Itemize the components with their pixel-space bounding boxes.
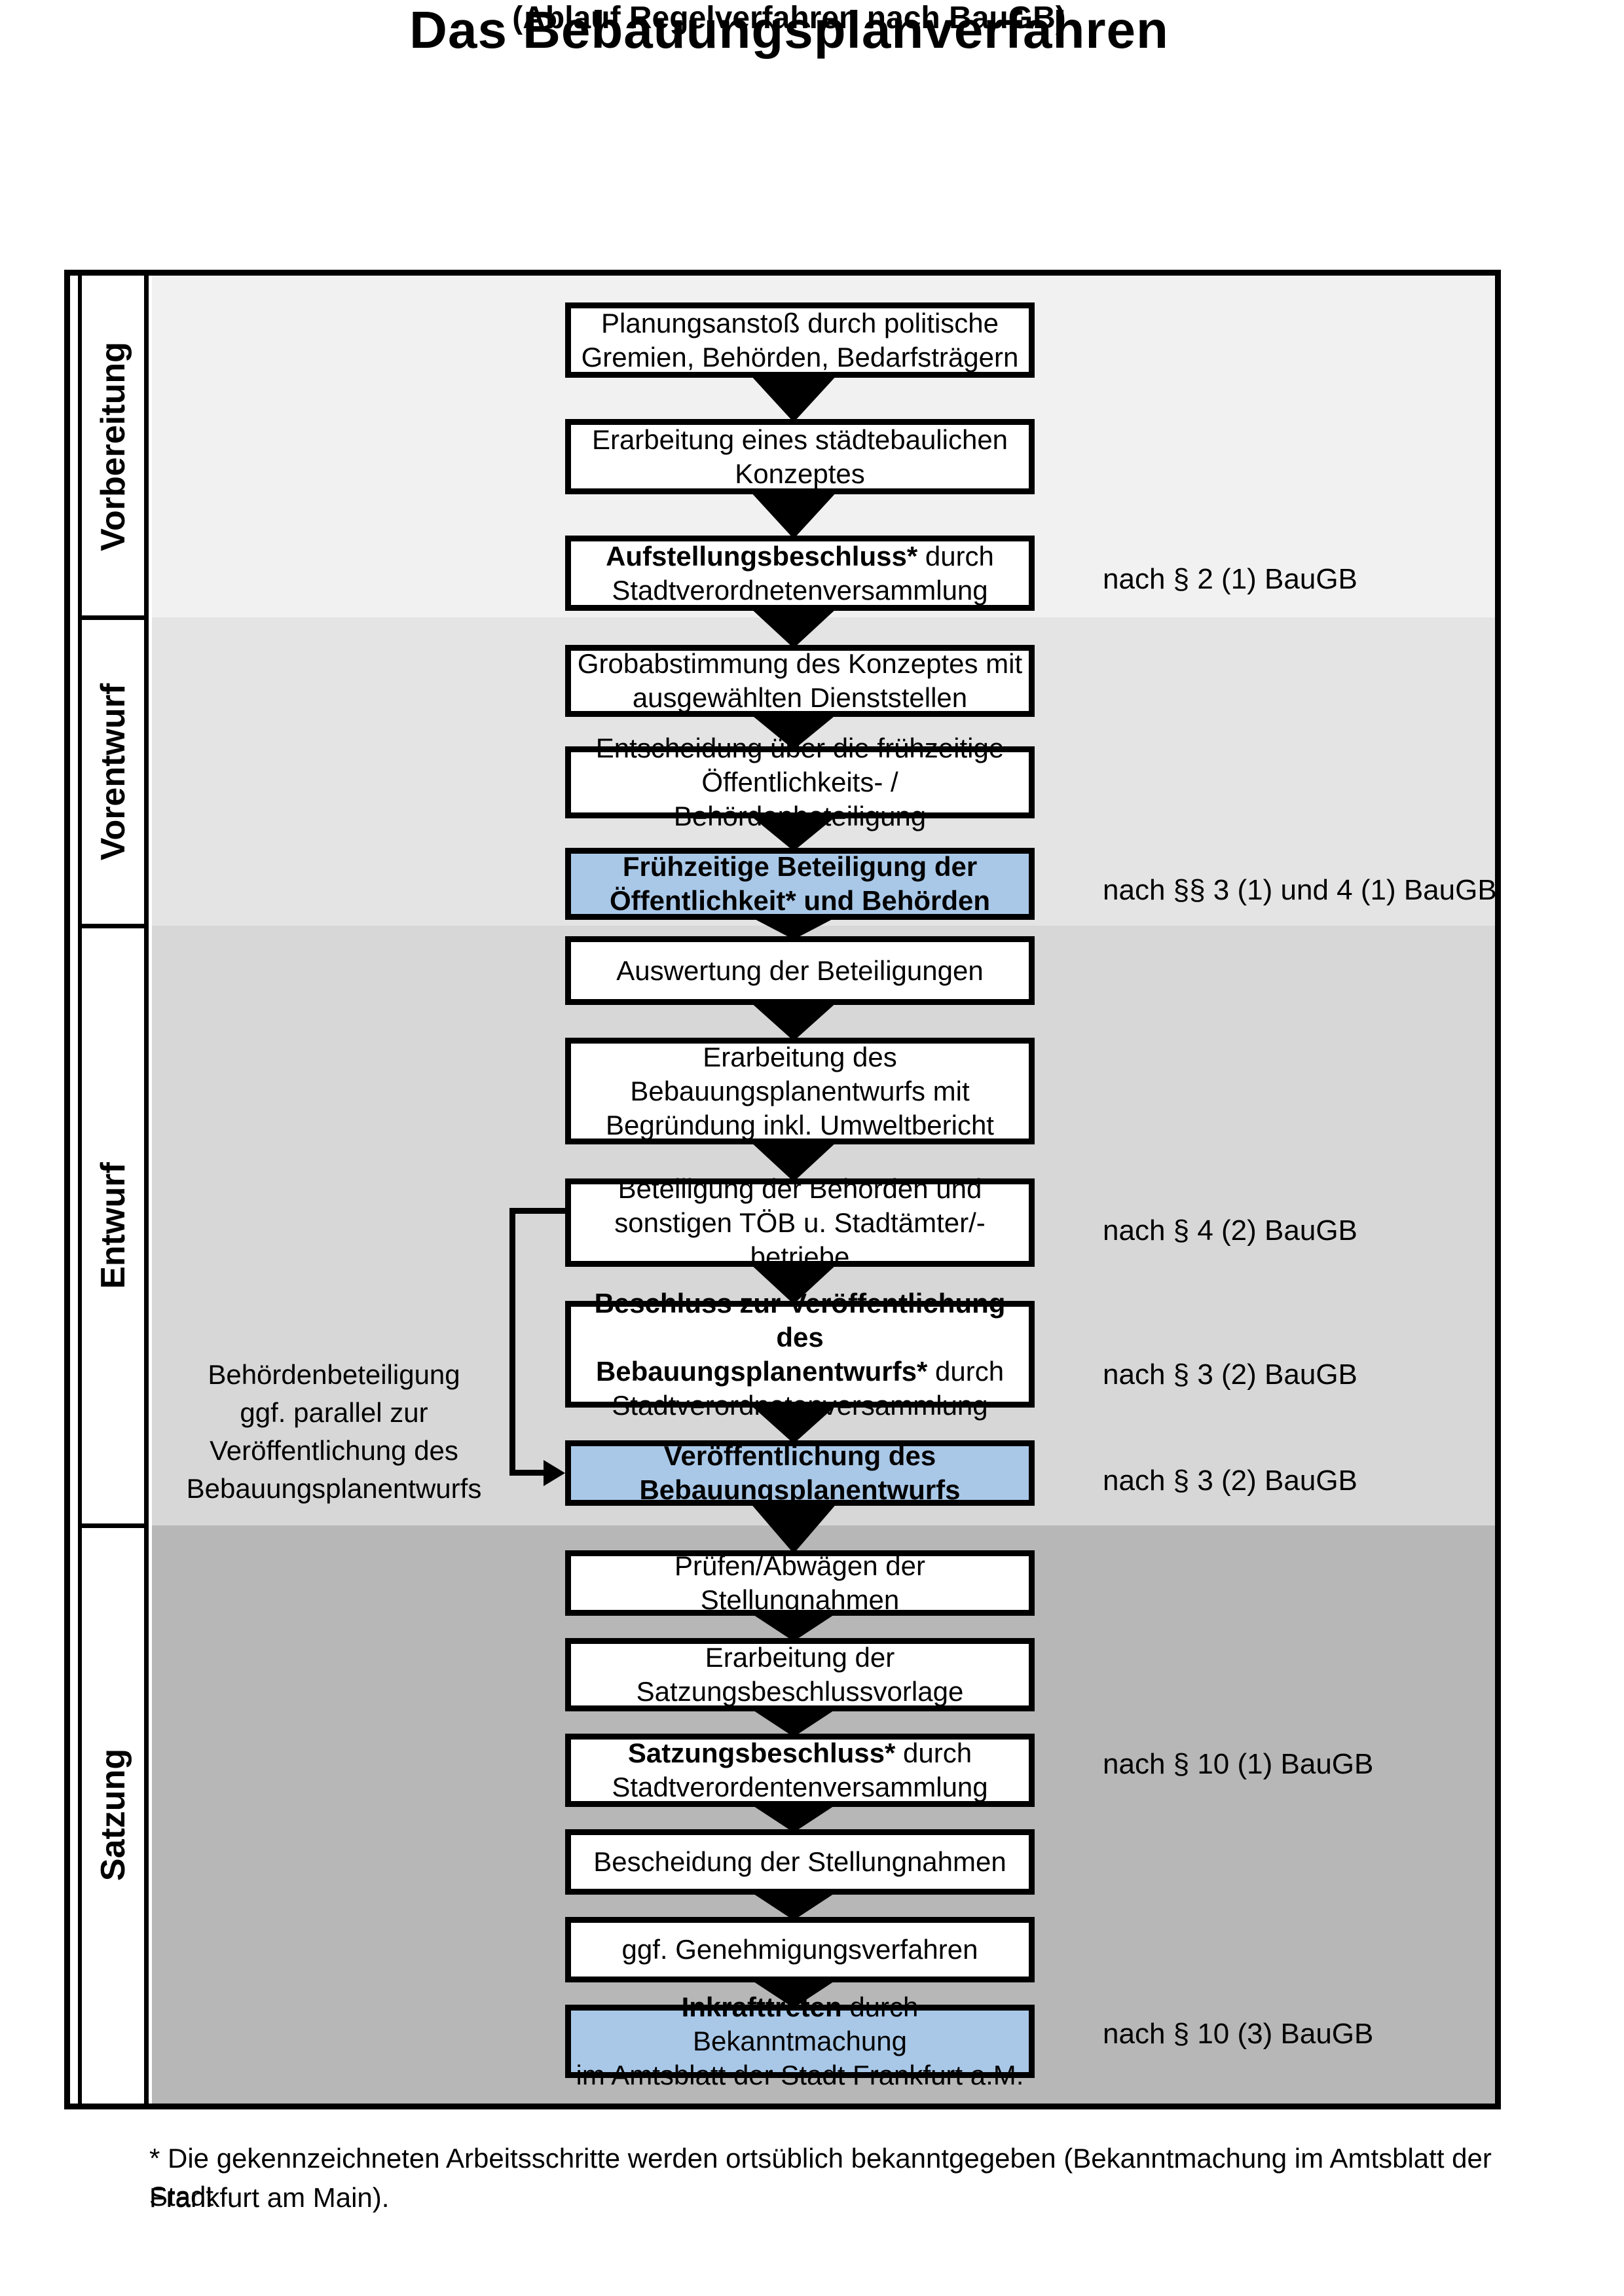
process-step-box: ggf. Genehmigungsverfahren bbox=[565, 1917, 1035, 1982]
process-step-text-line: Erarbeitung eines städtebaulichen bbox=[591, 424, 1008, 455]
side-note-line: ggf. parallel zur bbox=[240, 1397, 428, 1428]
process-step-text-line: Beschluss zur Veröffentlichung des bbox=[594, 1287, 1006, 1353]
arrow-down-icon bbox=[750, 1891, 838, 1920]
process-step-box-highlighted: Inkrafttreten durch Bekanntmachung im Amt… bbox=[565, 1992, 1035, 2090]
process-step-text-line: Inkrafttreten durch Bekanntmachung bbox=[681, 1992, 919, 2056]
bracket-line-vertical bbox=[509, 1208, 515, 1476]
process-step-text-line: Bescheidung der Stellungnahmen bbox=[593, 1846, 1006, 1877]
phase-separator-line bbox=[78, 615, 149, 620]
process-step-box: Auswertung der Beteiligungen bbox=[565, 936, 1035, 1005]
bracket-arrow-right-icon bbox=[544, 1460, 565, 1486]
legal-reference: nach § 10 (1) BauGB bbox=[1103, 1748, 1374, 1780]
process-step-text-line: Öffentlichkeit* und Behörden bbox=[609, 885, 991, 916]
process-step-text-line: Frühzeitige Beteiligung der bbox=[622, 851, 978, 882]
arrow-down-icon bbox=[750, 1503, 838, 1554]
bracket-line-bottom bbox=[509, 1470, 546, 1476]
arrow-down-icon bbox=[750, 1264, 838, 1304]
process-step-text-line: Bebauungsplanentwurfs* durch bbox=[595, 1355, 1005, 1387]
footnote-line: Frankfurt am Main). bbox=[149, 2182, 390, 2213]
process-step-text-line: Entscheidung über die frühzeitige bbox=[595, 733, 1005, 763]
process-step-text-line: Planungsanstoß durch politische bbox=[600, 307, 999, 338]
process-step-text-line: Beteiligung der Behörden und bbox=[618, 1173, 982, 1204]
bracket-line-top bbox=[509, 1208, 565, 1214]
process-step-text-line: Grobabstimmung des Konzeptes mit bbox=[577, 648, 1023, 679]
process-step-text-line: Stadtverordentenversammlung bbox=[612, 1772, 988, 1802]
arrow-down-icon bbox=[750, 1613, 838, 1641]
process-step-text-line: Prüfen/Abwägen der Stellungnahmen bbox=[674, 1550, 925, 1615]
phase-label-column bbox=[78, 276, 149, 2104]
arrow-down-icon bbox=[750, 374, 838, 422]
phase-separator-line bbox=[78, 924, 149, 928]
arrow-down-icon bbox=[750, 917, 838, 939]
process-step-text-line: ggf. Genehmigungsverfahren bbox=[621, 1934, 978, 1965]
process-step-text-line: im Amtsblatt der Stadt Frankfurt a.M. bbox=[576, 2060, 1024, 2090]
process-step-text-line: Stadtverordnetenversammlung bbox=[612, 574, 988, 606]
process-step-text-line: Auswertung der Beteiligungen bbox=[616, 955, 984, 986]
footnote-line: * Die gekennzeichneten Arbeitsschritte w… bbox=[149, 2143, 1492, 2212]
arrow-down-icon bbox=[750, 1404, 838, 1444]
process-step-box: Prüfen/Abwägen der Stellungnahmen bbox=[565, 1550, 1035, 1616]
phase-label-vorentwurf: Vorentwurf bbox=[94, 683, 132, 860]
side-note-line: Behördenbeteiligung bbox=[208, 1359, 460, 1390]
process-step-text-line: sonstigen TÖB u. Stadtämter/-betriebe bbox=[614, 1207, 986, 1272]
phase-label-satzung: Satzung bbox=[94, 1748, 132, 1881]
process-step-text-line: Erarbeitung des bbox=[703, 1041, 897, 1072]
legal-reference: nach § 3 (2) BauGB bbox=[1103, 1358, 1357, 1391]
side-note-line: Bebauungsplanentwurfs bbox=[186, 1473, 482, 1504]
phase-label-vorbereitung: Vorbereitung bbox=[94, 342, 132, 551]
process-step-text-line: Begründung inkl. Umweltbericht bbox=[606, 1109, 994, 1140]
legal-reference: nach § 10 (3) BauGB bbox=[1103, 2018, 1374, 2050]
process-step-text-line: Aufstellungsbeschluss* durch bbox=[606, 540, 994, 572]
side-note-line: Veröffentlichung des bbox=[210, 1435, 458, 1466]
process-step-text-line: Bebauungsplanentwurfs bbox=[639, 1474, 961, 1505]
arrow-down-icon bbox=[750, 1141, 838, 1182]
legal-reference: nach §§ 3 (1) und 4 (1) BauGB bbox=[1103, 874, 1497, 906]
page-title: Das Bebauungsplanverfahren bbox=[409, 1, 1169, 59]
process-step-text-line: Erarbeitung der bbox=[705, 1642, 895, 1673]
arrow-down-icon bbox=[750, 815, 838, 851]
arrow-down-icon bbox=[750, 608, 838, 648]
process-step-text-line: Veröffentlichung des bbox=[663, 1440, 936, 1471]
legal-reference: nach § 4 (2) BauGB bbox=[1103, 1214, 1357, 1247]
arrow-down-icon bbox=[750, 1708, 838, 1737]
arrow-down-icon bbox=[750, 1804, 838, 1832]
page-subtitle: (Ablauf Regelverfahren nach BauGB) bbox=[512, 1, 1066, 35]
process-step-text-line: ausgewählten Dienststellen bbox=[632, 682, 968, 713]
arrow-down-icon bbox=[750, 1002, 838, 1041]
process-step-text-line: Satzungsbeschluss* durch bbox=[627, 1738, 972, 1768]
process-step-box: Bescheidung der Stellungnahmen bbox=[565, 1829, 1035, 1895]
phase-label-entwurf: Entwurf bbox=[94, 1162, 132, 1289]
legal-reference: nach § 3 (2) BauGB bbox=[1103, 1465, 1357, 1497]
arrow-down-icon bbox=[750, 714, 838, 750]
process-step-text-line: Konzeptes bbox=[735, 458, 865, 489]
legal-reference: nach § 2 (1) BauGB bbox=[1103, 563, 1357, 595]
phase-separator-line bbox=[78, 1523, 149, 1528]
arrow-down-icon bbox=[750, 491, 838, 539]
process-step-text-line: Satzungsbeschlussvorlage bbox=[636, 1676, 964, 1707]
process-step-text-line: Bebauungsplanentwurfs mit bbox=[630, 1075, 970, 1106]
arrow-down-icon bbox=[750, 1979, 838, 2008]
process-step-text-line: Gremien, Behörden, Bedarfsträgern bbox=[581, 341, 1019, 373]
